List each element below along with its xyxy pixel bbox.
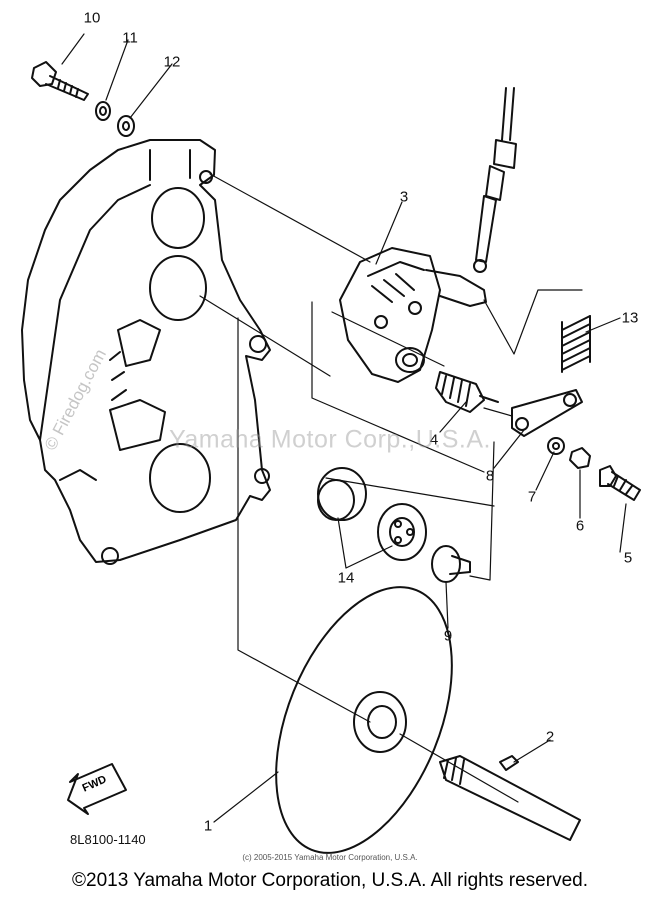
label-4: 4 bbox=[429, 431, 439, 449]
bolt-5 bbox=[599, 465, 641, 501]
key-2 bbox=[499, 755, 519, 771]
worm-gear-4 bbox=[435, 371, 499, 413]
watermark-yamaha: Yamaha Motor Corp.,U.S.A. bbox=[169, 425, 491, 454]
cable bbox=[473, 87, 517, 273]
label-9: 9 bbox=[443, 627, 453, 645]
housing-bracket bbox=[21, 139, 271, 565]
lever-housing-3 bbox=[339, 247, 487, 383]
lock-washer-11 bbox=[95, 101, 111, 121]
label-11: 11 bbox=[122, 29, 138, 47]
shaft-9 bbox=[431, 545, 471, 583]
label-14: 14 bbox=[337, 569, 355, 587]
fwd-arrow-icon bbox=[67, 763, 127, 815]
label-5: 5 bbox=[623, 549, 633, 567]
bolt-10 bbox=[31, 61, 89, 101]
label-1: 1 bbox=[203, 817, 213, 835]
leader-lines bbox=[61, 33, 627, 823]
washer-12 bbox=[117, 115, 135, 137]
spring-13 bbox=[561, 315, 591, 373]
label-8: 8 bbox=[485, 467, 495, 485]
label-3: 3 bbox=[399, 188, 409, 206]
sheave-1 bbox=[275, 586, 453, 854]
label-10: 10 bbox=[83, 9, 101, 27]
shaft bbox=[439, 755, 581, 841]
label-7: 7 bbox=[527, 488, 537, 506]
label-6a: 6 bbox=[575, 517, 585, 535]
disc-14 bbox=[377, 503, 427, 561]
small-copyright: (c) 2005-2015 Yamaha Motor Corporation, … bbox=[242, 853, 418, 862]
label-2: 2 bbox=[545, 728, 555, 746]
cap-14 bbox=[317, 467, 367, 521]
diagram-code: 8L8100-1140 bbox=[70, 832, 146, 847]
label-12: 12 bbox=[163, 53, 181, 71]
lever-8 bbox=[511, 389, 583, 437]
label-13: 13 bbox=[621, 309, 639, 327]
washer-7 bbox=[547, 437, 565, 455]
nut-6 bbox=[569, 447, 591, 469]
copyright-notice: ©2013 Yamaha Motor Corporation, U.S.A. A… bbox=[72, 870, 588, 891]
